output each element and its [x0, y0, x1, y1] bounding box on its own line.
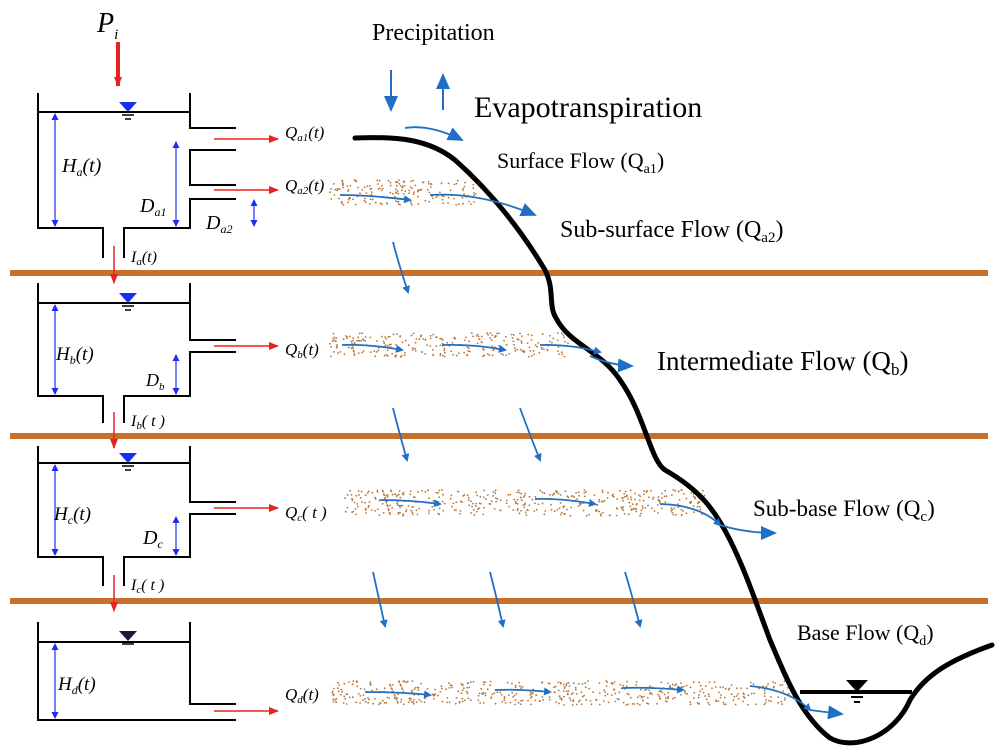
- flow-arrow: [589, 355, 634, 373]
- inflow-label: Pi: [96, 8, 118, 43]
- level-label-d: Hd(t): [57, 674, 96, 697]
- flow-label-surface: Surface Flow (Qa1): [497, 148, 664, 177]
- flow-arrow: [441, 343, 507, 353]
- flow-arrow: [341, 343, 404, 353]
- flow-arrow: [621, 685, 685, 694]
- level-label-a: Ha(t): [61, 155, 102, 179]
- tank-a: [37, 93, 236, 258]
- flow-arrow: [539, 343, 602, 355]
- infiltration-label-a: Ia(t): [130, 249, 157, 268]
- water-level-symbol-b: [119, 293, 137, 311]
- outlet-label-d: Qd(t): [285, 685, 319, 706]
- flow-label-sub-base: Sub-base Flow (Qc): [753, 496, 935, 525]
- outlet-label-b: Qb(t): [285, 340, 319, 361]
- flow-arrow: [379, 499, 442, 508]
- flow-arrow: [372, 571, 388, 628]
- flow-arrow: [809, 705, 844, 720]
- soil-band-intermediate: [329, 332, 569, 358]
- flow-arrow: [429, 193, 537, 217]
- level-label-c: Hc(t): [53, 504, 91, 527]
- flow-arrow: [364, 690, 432, 699]
- outlet-label-a2: Qa2(t): [285, 176, 325, 197]
- flow-label-intermediate: Intermediate Flow (Qb): [657, 346, 908, 379]
- outlet-label-a1: Qa1(t): [285, 123, 325, 144]
- soil-band-sub-base: [344, 489, 706, 517]
- flow-arrow: [719, 524, 777, 540]
- blue-flow-arrows: [339, 126, 844, 720]
- depth-label-b: Db: [145, 370, 165, 393]
- tank-d: [37, 622, 236, 721]
- evapotranspiration-label: Evapotranspiration: [474, 91, 702, 124]
- level-label-b: Hb(t): [55, 344, 94, 367]
- flow-arrow: [392, 241, 410, 294]
- soil-band-sub-surface: [329, 179, 477, 206]
- flow-label-base: Base Flow (Qd): [797, 620, 934, 649]
- flow-arrow: [624, 571, 643, 628]
- soil-flow-bands: [329, 179, 790, 706]
- red-flow-arrows: [110, 42, 279, 715]
- depth-label-c: Dc: [142, 527, 163, 551]
- flow-arrow: [404, 126, 464, 141]
- flow-arrow: [489, 571, 506, 628]
- flow-arrow: [749, 685, 812, 712]
- atmosphere-arrows: [384, 70, 450, 112]
- infiltration-label-c: Ic( t ): [130, 577, 164, 596]
- outlet-label-c: Qc( t ): [285, 503, 327, 524]
- infiltration-label-b: Ib( t ): [130, 413, 165, 432]
- dimension-arrows: [51, 113, 258, 719]
- flow-arrow: [339, 194, 412, 204]
- precipitation-label: Precipitation: [372, 20, 495, 46]
- flow-arrow: [392, 407, 410, 462]
- water-level-symbol-c: [119, 453, 137, 471]
- stream-water-surface: [800, 680, 912, 703]
- tank-b: [37, 283, 236, 423]
- hillslope-terrain: [352, 135, 995, 746]
- tank-c: [37, 446, 236, 586]
- flow-arrow: [534, 497, 597, 507]
- flow-arrow: [519, 407, 542, 462]
- depth-label-a1: Da1: [139, 195, 166, 219]
- flow-arrow: [659, 503, 722, 527]
- depth-label-a2: Da2: [205, 212, 232, 236]
- flow-arrow: [494, 687, 552, 696]
- water-level-symbol-a: [119, 102, 137, 120]
- flow-label-sub-surface: Sub-surface Flow (Qa2): [560, 217, 783, 246]
- water-level-symbol-d: [119, 631, 137, 645]
- soil-layer-dividers: [10, 270, 988, 604]
